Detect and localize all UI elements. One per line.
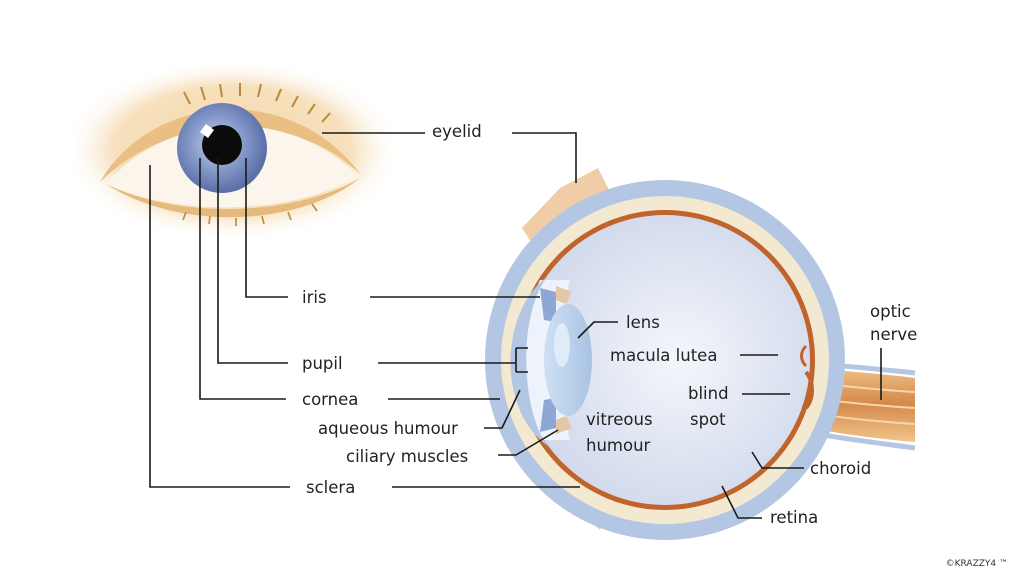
label-lens: lens <box>626 313 660 332</box>
external-pupil <box>202 125 242 165</box>
ciliary-upper <box>556 286 572 304</box>
label-blind-spot-2: spot <box>690 410 726 429</box>
label-retina: retina <box>770 508 818 527</box>
leader-pupil-bracket <box>515 347 528 373</box>
lower-lashes <box>182 203 318 226</box>
leader-cornea-external <box>199 158 286 400</box>
lens-shape <box>544 304 592 416</box>
label-optic-nerve-1: optic <box>870 302 911 321</box>
leader-eyelid-right <box>512 132 577 183</box>
label-ciliary-muscles: ciliary muscles <box>346 447 468 466</box>
macula-dimple <box>800 344 808 368</box>
blind-spot-disc <box>804 370 814 410</box>
external-eye <box>62 58 402 242</box>
label-iris: iris <box>302 288 327 307</box>
labels: eyelid iris pupil cornea aqueous humour … <box>302 122 1008 569</box>
leader-retina <box>721 485 762 519</box>
upper-lashes <box>183 83 331 123</box>
lower-eyelid <box>106 178 360 218</box>
lens-highlight <box>554 323 570 367</box>
label-choroid: choroid <box>810 459 871 478</box>
pupil-highlight <box>200 124 214 138</box>
label-vitreous-humour-1: vitreous <box>586 410 653 429</box>
leader-sclera-external <box>149 165 290 488</box>
label-optic-nerve-2: nerve <box>870 325 917 344</box>
leader-pupil-external <box>217 158 288 364</box>
label-blind-spot-1: blind <box>688 384 729 403</box>
iris-lower <box>540 398 556 432</box>
label-sclera: sclera <box>306 478 355 497</box>
leader-choroid <box>751 451 804 469</box>
label-aqueous-humour: aqueous humour <box>318 419 458 438</box>
vitreous-body <box>520 215 810 505</box>
leader-aqueous <box>484 389 521 429</box>
leader-lines <box>149 132 882 519</box>
label-macula-lutea: macula lutea <box>610 346 717 365</box>
iris-upper <box>540 288 556 322</box>
cornea-shape <box>510 276 548 446</box>
label-eyelid: eyelid <box>432 122 482 141</box>
copyright-text: ©KRAZZY4 ™ <box>946 559 1008 569</box>
leader-lens <box>577 321 618 339</box>
ciliary-lower <box>556 416 572 434</box>
upper-eyelid <box>100 109 362 182</box>
label-vitreous-humour-2: humour <box>586 436 651 455</box>
label-cornea: cornea <box>302 390 358 409</box>
label-pupil: pupil <box>302 354 343 373</box>
leader-ciliary <box>498 429 559 456</box>
leader-iris-external <box>245 158 288 298</box>
